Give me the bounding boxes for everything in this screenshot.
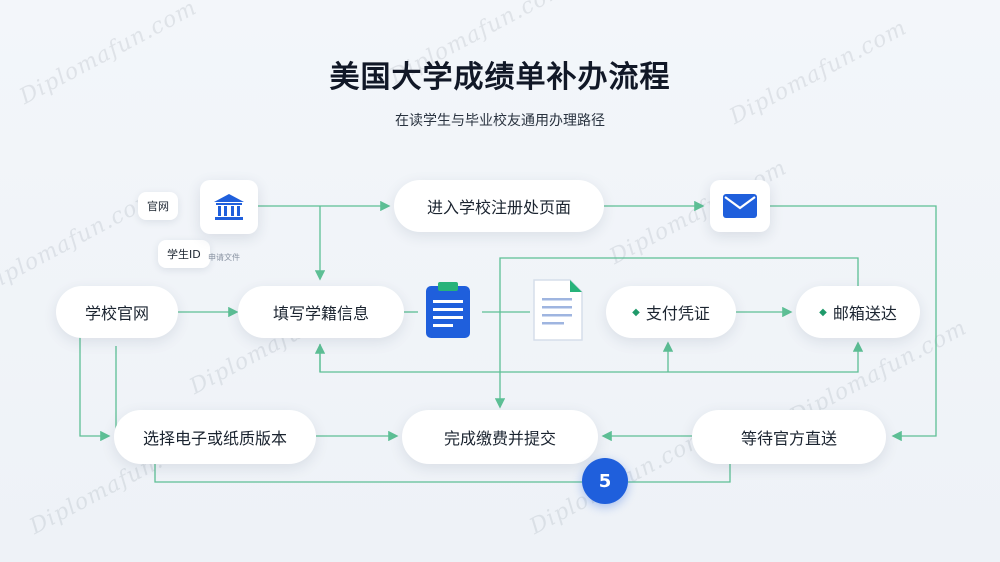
node-choose-version-label: 选择电子或纸质版本 bbox=[142, 429, 287, 448]
bullet-icon: ◆ bbox=[819, 306, 827, 318]
note-label: 申请文件 bbox=[208, 253, 240, 262]
node-fill-info[interactable]: 填写学籍信息 bbox=[238, 286, 404, 338]
page-subtitle: 在读学生与毕业校友通用办理路径 bbox=[395, 113, 605, 129]
mail-icon bbox=[710, 180, 770, 232]
node-payment-proof[interactable]: ◆ 支付凭证 bbox=[606, 286, 736, 338]
node-mail-delivery[interactable]: ◆ 邮箱送达 bbox=[796, 286, 920, 338]
node-wait-official[interactable]: 等待官方直送 bbox=[692, 410, 886, 464]
node-wait-official-label: 等待官方直送 bbox=[740, 429, 837, 448]
node-complete-payment-label: 完成缴费并提交 bbox=[443, 429, 556, 448]
bullet-icon: ◆ bbox=[632, 306, 640, 318]
document-icon bbox=[532, 278, 584, 342]
clipboard-icon bbox=[424, 282, 472, 340]
node-registrar-page[interactable]: 进入学校注册处页面 bbox=[394, 180, 604, 232]
node-school-site[interactable]: 学校官网 bbox=[56, 286, 178, 338]
tag-official-site: 官网 bbox=[138, 192, 178, 220]
node-registrar-page-label: 进入学校注册处页面 bbox=[426, 198, 571, 217]
node-choose-version[interactable]: 选择电子或纸质版本 bbox=[114, 410, 316, 464]
tag-student-id: 学生ID bbox=[158, 240, 210, 268]
node-complete-payment[interactable]: 完成缴费并提交 bbox=[402, 410, 598, 464]
node-school-site-label: 学校官网 bbox=[84, 304, 149, 323]
step-number-badge: 5 bbox=[582, 458, 628, 504]
node-fill-info-label: 填写学籍信息 bbox=[272, 304, 369, 323]
node-payment-proof-label: 支付凭证 bbox=[645, 304, 710, 323]
page-title: 美国大学成绩单补办流程 bbox=[329, 60, 671, 95]
node-mail-delivery-label: 邮箱送达 bbox=[832, 304, 897, 323]
bank-icon bbox=[200, 180, 258, 234]
